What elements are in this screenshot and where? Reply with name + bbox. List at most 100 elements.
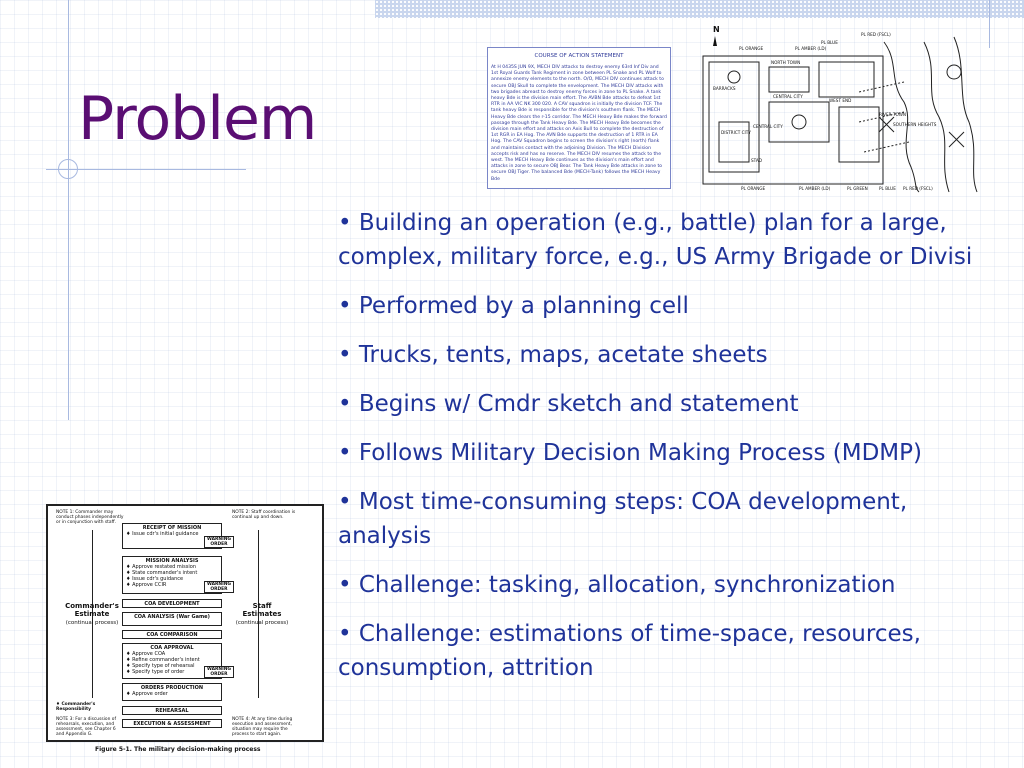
map-label: PL ORANGE — [741, 186, 765, 191]
bullet-item: • Challenge: estimations of time-space, … — [338, 617, 1024, 685]
north-arrow-icon — [713, 36, 717, 46]
left-arrow-line — [92, 530, 93, 698]
map-label: DISTRICT CITY — [721, 130, 751, 135]
mdmp-step-rehearsal: REHEARSAL — [122, 706, 222, 715]
mdmp-step-item: ♦ Specify type of rehearsal — [126, 663, 195, 669]
map-label: PL RED (FSCL) — [903, 186, 933, 191]
mdmp-step-coa-analysis: COA ANALYSIS (War Game) — [122, 612, 222, 626]
map-objective — [727, 70, 741, 84]
map-label: NORTH TOWN — [771, 60, 800, 65]
map-block — [838, 106, 880, 163]
mdmp-step-coa-comparison: COA COMPARISON — [122, 630, 222, 639]
bullet-item: • Trucks, tents, maps, acetate sheets — [338, 338, 1024, 372]
map-phase-line — [923, 41, 950, 193]
right-arrow-line — [258, 530, 259, 698]
decorative-vertical-line — [68, 0, 69, 420]
commanders-estimate-sub: (continual process) — [65, 620, 119, 626]
map-block — [768, 101, 830, 143]
staff-estimates-label: Staff Estimates (continual process) — [232, 602, 292, 627]
mdmp-note-4: NOTE 4: At any time during execution and… — [232, 717, 293, 737]
map-label: CENTRAL CITY — [773, 94, 803, 99]
operations-map-sketch: N PL ORANGE PL AMBER (LD) PL BLUE PL RED… — [702, 25, 978, 193]
bullet-line: • Most time-consuming steps: COA develop… — [338, 489, 908, 515]
bullet-line: • Follows Military Decision Making Proce… — [338, 440, 922, 466]
bullet-line: consumption, attrition — [338, 655, 594, 681]
bullet-line: complex, military force, e.g., US Army B… — [338, 244, 973, 270]
mdmp-note-3: NOTE 3: For a discussion of rehearsals, … — [56, 717, 116, 737]
commanders-responsibility-legend: ♦ Commander's Responsibility — [56, 702, 96, 712]
mdmp-step-title: COA DEVELOPMENT — [144, 601, 200, 607]
map-label: STAD — [751, 158, 762, 163]
bullet-line: • Building an operation (e.g., battle) p… — [338, 210, 947, 236]
bullet-line: analysis — [338, 523, 432, 549]
mdmp-step-execution-assessment: EXECUTION & ASSESSMENT — [122, 719, 222, 728]
map-river — [883, 41, 920, 193]
map-axis-arrows — [858, 81, 910, 153]
bullet-line: • Challenge: estimations of time-space, … — [338, 621, 921, 647]
mdmp-step-orders-production: ORDERS PRODUCTION ♦ Approve order — [122, 683, 222, 701]
mdmp-step-item: ♦ State commander's intent — [126, 570, 198, 576]
mdmp-step-item: ♦ Issue cdr's guidance — [126, 576, 184, 582]
map-label: SOUTHERN HEIGHTS — [893, 122, 937, 127]
bullet-line: • Begins w/ Cmdr sketch and statement — [338, 391, 799, 417]
mdmp-step-title: REHEARSAL — [155, 708, 189, 714]
mdmp-figure-caption: Figure 5-1. The military decision-making… — [95, 746, 261, 753]
mdmp-step-title: COA APPROVAL — [150, 645, 194, 651]
mdmp-step-item: ♦ Approve COA — [126, 651, 166, 657]
warning-order-1: WARNING ORDER — [204, 536, 234, 548]
warning-order-3: WARNING ORDER — [204, 666, 234, 678]
map-label: PL GREEN — [847, 186, 868, 191]
map-label: BARRACKS — [713, 86, 736, 91]
coa-statement-title: COURSE OF ACTION STATEMENT — [534, 53, 624, 59]
map-label: PL AMBER (LD) — [799, 186, 831, 191]
mdmp-step-title: COA ANALYSIS (War Game) — [134, 614, 210, 620]
bullet-line: • Trucks, tents, maps, acetate sheets — [338, 342, 768, 368]
bullet-item: • Begins w/ Cmdr sketch and statement — [338, 387, 1024, 421]
mdmp-step-item: ♦ Approve CCIR — [126, 582, 167, 588]
mdmp-step-title: COA COMPARISON — [146, 632, 198, 638]
crosshair-ornament — [58, 159, 78, 179]
mdmp-note-2: NOTE 2: Staff coordination is continual … — [232, 510, 296, 520]
mdmp-step-item: ♦ Approve restated mission — [126, 564, 197, 570]
warning-order-2: WARNING ORDER — [204, 581, 234, 593]
bullet-item: • Challenge: tasking, allocation, synchr… — [338, 568, 1024, 602]
map-block — [768, 66, 810, 93]
map-label: PL RED (FSCL) — [861, 32, 891, 37]
bullet-item: • Building an operation (e.g., battle) p… — [338, 206, 1024, 274]
mdmp-step-title: MISSION ANALYSIS — [145, 558, 199, 564]
mdmp-step-item: ♦ Issue cdr's initial guidance — [126, 531, 199, 537]
map-label: PL ORANGE — [739, 46, 763, 51]
commanders-estimate-title: Commander's Estimate — [65, 602, 119, 618]
bullet-line: • Challenge: tasking, allocation, synchr… — [338, 572, 896, 598]
mdmp-figure: NOTE 1: Commander may conduct phases ind… — [46, 504, 324, 742]
staff-estimates-title: Staff Estimates — [242, 602, 282, 618]
decorative-horizontal-line — [46, 169, 246, 170]
decorative-vertical-line-right — [989, 0, 990, 48]
bullet-item: • Follows Military Decision Making Proce… — [338, 436, 1024, 470]
map-block — [818, 61, 875, 98]
top-decorative-band — [375, 0, 1024, 18]
commanders-estimate-label: Commander's Estimate (continual process) — [52, 602, 132, 627]
bullet-item: • Performed by a planning cell — [338, 289, 1024, 323]
mdmp-step-title: ORDERS PRODUCTION — [140, 685, 204, 691]
map-objective — [946, 64, 962, 80]
mdmp-step-item: ♦ Specify type of order — [126, 669, 185, 675]
mdmp-step-title: EXECUTION & ASSESSMENT — [133, 721, 211, 727]
mdmp-step-coa-approval: COA APPROVAL ♦ Approve COA ♦ Refine comm… — [122, 643, 222, 679]
mdmp-step-item: ♦ Approve order — [126, 691, 168, 697]
mdmp-step-item: ♦ Refine commander's intent — [126, 657, 200, 663]
mdmp-note-1: NOTE 1: Commander may conduct phases ind… — [56, 510, 124, 525]
map-unit-symbol — [878, 116, 895, 133]
staff-estimates-sub: (continual process) — [235, 620, 289, 626]
map-label: PL BLUE — [821, 40, 838, 45]
map-label: PL BLUE — [879, 186, 896, 191]
map-unit-symbol — [948, 131, 965, 148]
coa-statement-body: At H 0435S JUN 9X, MECH DIV attacks to d… — [491, 65, 667, 182]
slide-title: Problem — [78, 84, 317, 154]
map-label: CENTRAL CITY — [753, 124, 783, 129]
map-block — [718, 121, 750, 163]
map-label: WEST END — [829, 98, 851, 103]
mdmp-step-mission-analysis: MISSION ANALYSIS ♦ Approve restated miss… — [122, 556, 222, 594]
map-label: RIVER TOWN — [879, 112, 906, 117]
map-north-label: N — [713, 25, 720, 34]
